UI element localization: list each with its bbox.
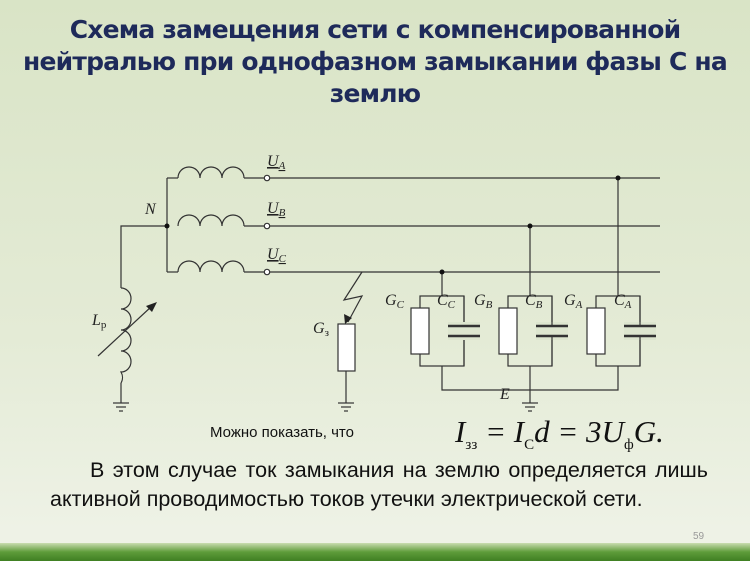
label-N: N	[144, 201, 157, 218]
label-Lp: L	[91, 312, 101, 329]
arc-suppression-coil	[119, 287, 132, 384]
label-GA: G	[564, 292, 576, 309]
label-E: E	[499, 386, 510, 403]
label-CA: C	[614, 292, 625, 309]
formula-intro: Можно показать, что	[210, 424, 354, 441]
slide-title: Схема замещения сети с компенсированной …	[23, 15, 728, 108]
svg-text:CB: CB	[525, 292, 543, 311]
footer-bar	[0, 543, 750, 561]
formula: Iзз = ICd = 3UфG.	[455, 414, 664, 454]
svg-text:Lр: Lр	[91, 312, 107, 331]
svg-text:CC: CC	[437, 292, 456, 311]
ground-icon	[113, 402, 538, 412]
capacitor-plates	[448, 322, 656, 340]
label-UA: U	[267, 153, 280, 170]
label-Gz: G	[313, 320, 325, 337]
svg-text:UB: UB	[267, 200, 286, 219]
svg-text:Gз: Gз	[313, 320, 329, 339]
page-number: 59	[693, 531, 705, 542]
variable-arrow-icon	[146, 302, 157, 312]
phase-a-winding	[177, 166, 245, 179]
svg-text:CA: CA	[614, 292, 632, 311]
fault-arrow-icon	[344, 314, 352, 324]
phase-b-winding	[177, 214, 245, 227]
phase-c-winding	[177, 260, 245, 273]
label-GC: G	[385, 292, 397, 309]
svg-text:GC: GC	[385, 292, 405, 311]
label-GB: G	[474, 292, 486, 309]
svg-text:UC: UC	[267, 246, 287, 265]
conclusion-paragraph: В этом случае ток замыкания на землю опр…	[50, 458, 708, 511]
label-CC: C	[437, 292, 448, 309]
label-UC: U	[267, 246, 280, 263]
svg-text:GB: GB	[474, 292, 493, 311]
svg-text:GA: GA	[564, 292, 583, 311]
label-UB: U	[267, 200, 280, 217]
label-CB: C	[525, 292, 536, 309]
svg-text:UA: UA	[267, 153, 286, 172]
